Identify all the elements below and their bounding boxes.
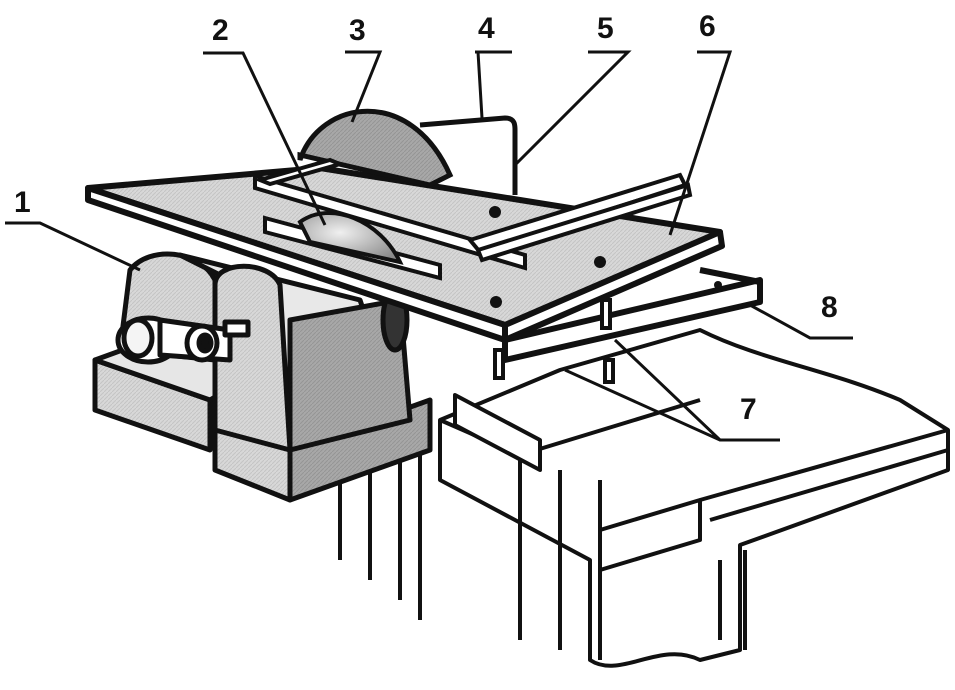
blade-guard bbox=[297, 108, 454, 188]
saw-table bbox=[85, 165, 763, 363]
workbench bbox=[338, 328, 950, 668]
rip-fence bbox=[253, 157, 693, 271]
riving-knife-bracket bbox=[419, 115, 518, 195]
clamps bbox=[493, 298, 615, 384]
callout-2: 2 bbox=[212, 14, 229, 47]
callout-5: 5 bbox=[597, 12, 614, 45]
callout-4: 4 bbox=[478, 12, 495, 45]
motor bbox=[115, 251, 413, 453]
callout-1: 1 bbox=[14, 186, 31, 219]
callout-8: 8 bbox=[821, 291, 838, 324]
saw-blade-lower bbox=[263, 211, 442, 281]
callout-3: 3 bbox=[349, 14, 366, 47]
leader-lines bbox=[5, 50, 853, 442]
callout-7: 7 bbox=[740, 393, 757, 426]
callout-6: 6 bbox=[699, 10, 716, 43]
